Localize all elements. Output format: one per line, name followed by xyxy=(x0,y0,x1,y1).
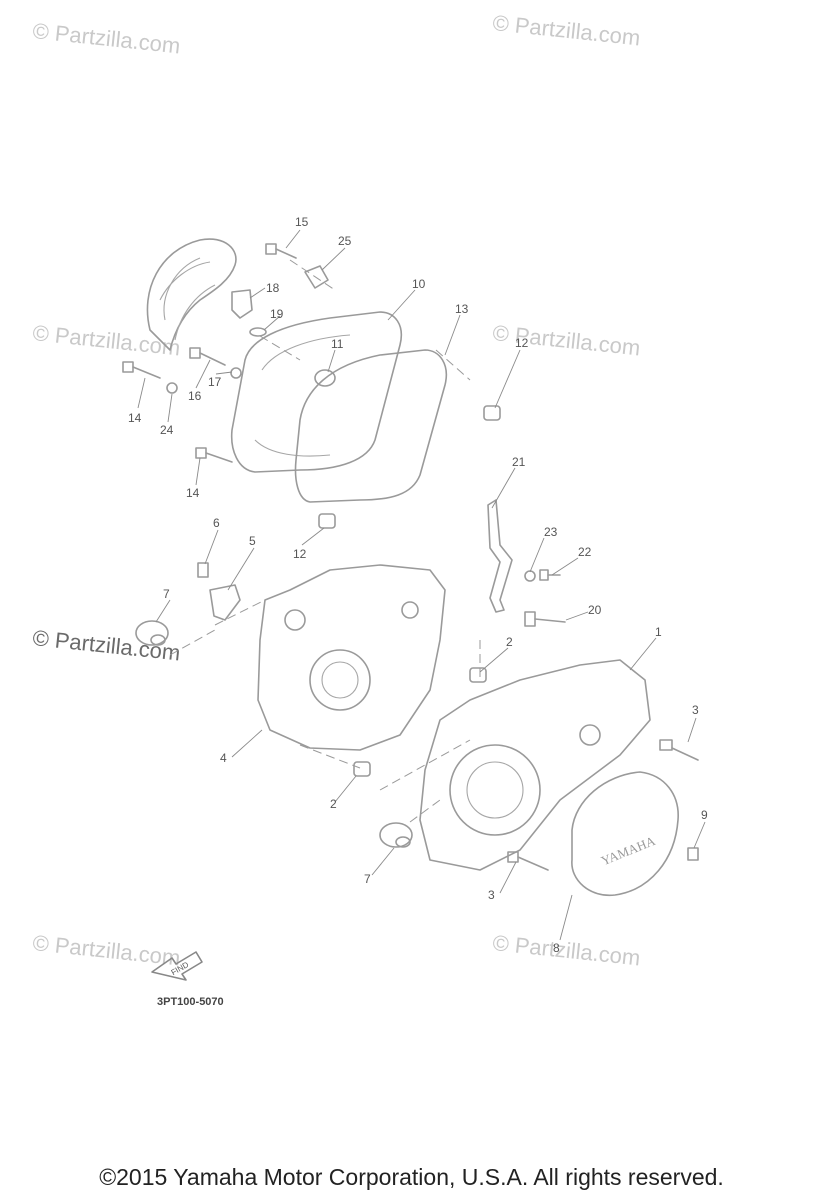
callout-24: 24 xyxy=(160,423,174,437)
callout-12: 12 xyxy=(293,547,307,561)
diagram-code: 3PT100-5070 xyxy=(157,996,224,1008)
callout-14: 14 xyxy=(128,411,142,425)
callout-10: 10 xyxy=(412,277,426,291)
crankcase-left-4 xyxy=(257,564,446,751)
bolt-22 xyxy=(539,569,561,581)
callout-2: 2 xyxy=(330,797,337,811)
callout-11: 11 xyxy=(331,337,344,351)
callout-4: 4 xyxy=(220,751,227,765)
copyright-notice: ©2015 Yamaha Motor Corporation, U.S.A. A… xyxy=(99,1164,724,1190)
dowel-12 xyxy=(483,405,501,421)
callout-18: 18 xyxy=(266,281,280,295)
watermark: © Partzilla.com xyxy=(31,320,181,360)
callout-25: 25 xyxy=(338,234,352,248)
watermark: © Partzilla.com xyxy=(491,930,641,970)
washer-23 xyxy=(524,570,536,582)
callouts: 15 25 18 19 10 11 13 12 14 24 16 17 14 2… xyxy=(128,215,708,955)
callout-22: 22 xyxy=(578,545,592,559)
crankcase-cover-10 xyxy=(230,311,402,473)
bolts-upper xyxy=(122,347,242,463)
oring-19 xyxy=(249,327,267,337)
callout-23: 23 xyxy=(544,525,558,539)
bolt-3 xyxy=(659,739,699,761)
callout-12: 12 xyxy=(515,336,529,350)
leader-lines xyxy=(137,229,706,941)
bolt-15 xyxy=(265,243,297,259)
bolt-9 xyxy=(687,847,699,861)
callout-1: 1 xyxy=(655,625,662,639)
bushing-7 xyxy=(135,620,169,646)
callout-3: 3 xyxy=(488,888,495,902)
cover-8: YAMAHA xyxy=(571,771,679,897)
dowel-2 xyxy=(353,761,371,777)
dowel-12 xyxy=(318,513,336,529)
callout-21: 21 xyxy=(512,455,526,469)
crankcase-right-1 xyxy=(419,659,651,871)
bushing-7 xyxy=(379,822,413,848)
callout-9: 9 xyxy=(701,808,708,822)
callout-5: 5 xyxy=(249,534,256,548)
bolt-3 xyxy=(507,851,549,871)
callout-13: 13 xyxy=(455,302,469,316)
gasket-13 xyxy=(294,349,447,503)
reference-lines xyxy=(169,259,481,823)
callout-2: 2 xyxy=(506,635,513,649)
cover-brand: YAMAHA xyxy=(599,833,658,869)
sender-18 xyxy=(231,289,253,319)
bolt-6 xyxy=(197,562,209,578)
callout-7: 7 xyxy=(364,872,371,886)
callout-3: 3 xyxy=(692,703,699,717)
watermark: © Partzilla.com xyxy=(31,930,181,970)
watermark: © Partzilla.com xyxy=(31,18,181,58)
sensor-25 xyxy=(304,265,329,289)
callout-19: 19 xyxy=(270,307,284,321)
callout-7: 7 xyxy=(163,587,170,601)
callout-14: 14 xyxy=(186,486,200,500)
watermarks: © Partzilla.com © Partzilla.com © Partzi… xyxy=(31,10,641,970)
callout-8: 8 xyxy=(553,941,560,955)
watermark: © Partzilla.com xyxy=(491,10,641,50)
watermark: © Partzilla.com xyxy=(491,320,641,360)
bracket-21 xyxy=(487,499,513,613)
bolt-20 xyxy=(524,611,566,627)
callout-15: 15 xyxy=(295,215,309,229)
callout-6: 6 xyxy=(213,516,220,530)
dowel-2 xyxy=(469,667,487,683)
callout-20: 20 xyxy=(588,603,602,617)
callout-16: 16 xyxy=(188,389,202,403)
callout-17: 17 xyxy=(208,375,222,389)
fan-shroud xyxy=(146,238,237,351)
